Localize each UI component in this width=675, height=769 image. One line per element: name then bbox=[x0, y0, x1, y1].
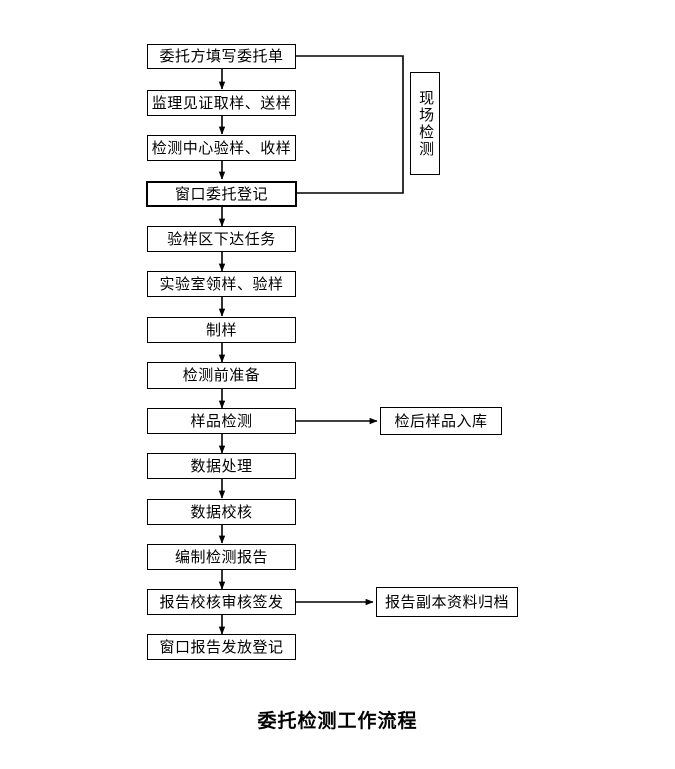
flow-node-n6[interactable]: 实验室领样、验样 bbox=[147, 271, 296, 297]
flow-node-n12[interactable]: 编制检测报告 bbox=[147, 544, 296, 570]
flow-node-n5[interactable]: 验样区下达任务 bbox=[147, 226, 296, 252]
side-node-s2[interactable]: 报告副本资料归档 bbox=[376, 587, 518, 617]
flow-node-n3[interactable]: 检测中心验样、收样 bbox=[147, 135, 296, 161]
diagram-title: 委托检测工作流程 bbox=[257, 711, 418, 732]
flow-node-n11[interactable]: 数据校核 bbox=[147, 499, 296, 525]
flow-node-n1[interactable]: 委托方填写委托单 bbox=[147, 44, 296, 69]
flow-node-n8[interactable]: 检测前准备 bbox=[147, 362, 296, 389]
flow-node-n13[interactable]: 报告校核审核签发 bbox=[147, 589, 296, 615]
side-node-s1[interactable]: 检后样品入库 bbox=[380, 407, 502, 435]
flow-node-n7[interactable]: 制样 bbox=[147, 317, 296, 343]
connector-n1-n4-feedback bbox=[242, 55, 404, 197]
vertical-node-onsite-inspection[interactable]: 现场检测 bbox=[410, 72, 440, 175]
flow-node-n10[interactable]: 数据处理 bbox=[147, 453, 296, 479]
flow-node-n2[interactable]: 监理见证取样、送样 bbox=[147, 90, 296, 116]
flow-node-n9[interactable]: 样品检测 bbox=[147, 408, 296, 434]
flow-node-n14[interactable]: 窗口报告发放登记 bbox=[147, 634, 296, 660]
flow-node-n4[interactable]: 窗口委托登记 bbox=[146, 181, 297, 207]
